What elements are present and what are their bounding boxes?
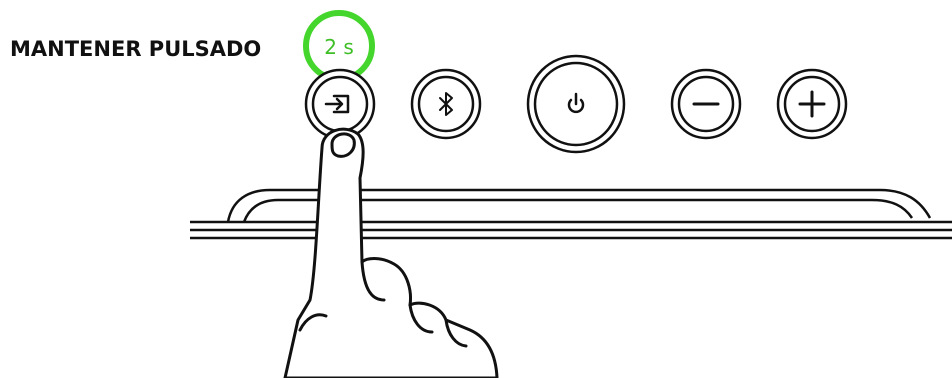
plus-icon: [798, 90, 826, 118]
input-source-icon: [324, 94, 350, 114]
volume-down-button[interactable]: [670, 68, 742, 140]
bluetooth-icon: [439, 92, 453, 116]
power-icon: [567, 92, 585, 114]
fingernail: [330, 132, 356, 158]
input-source-button[interactable]: [304, 68, 376, 140]
hold-instruction-label: MANTENER PULSADO: [10, 37, 261, 61]
power-button[interactable]: [526, 54, 626, 154]
soundbar-body: [190, 188, 952, 240]
timer-text: 2 s: [324, 35, 354, 59]
volume-up-button[interactable]: [776, 68, 848, 140]
soundbar-ridge-outer: [226, 188, 932, 223]
timer-badge: 2 s: [303, 10, 375, 82]
pressing-hand: [283, 127, 499, 378]
soundbar-ridge-inner: [242, 198, 914, 223]
bluetooth-button[interactable]: [410, 68, 482, 140]
